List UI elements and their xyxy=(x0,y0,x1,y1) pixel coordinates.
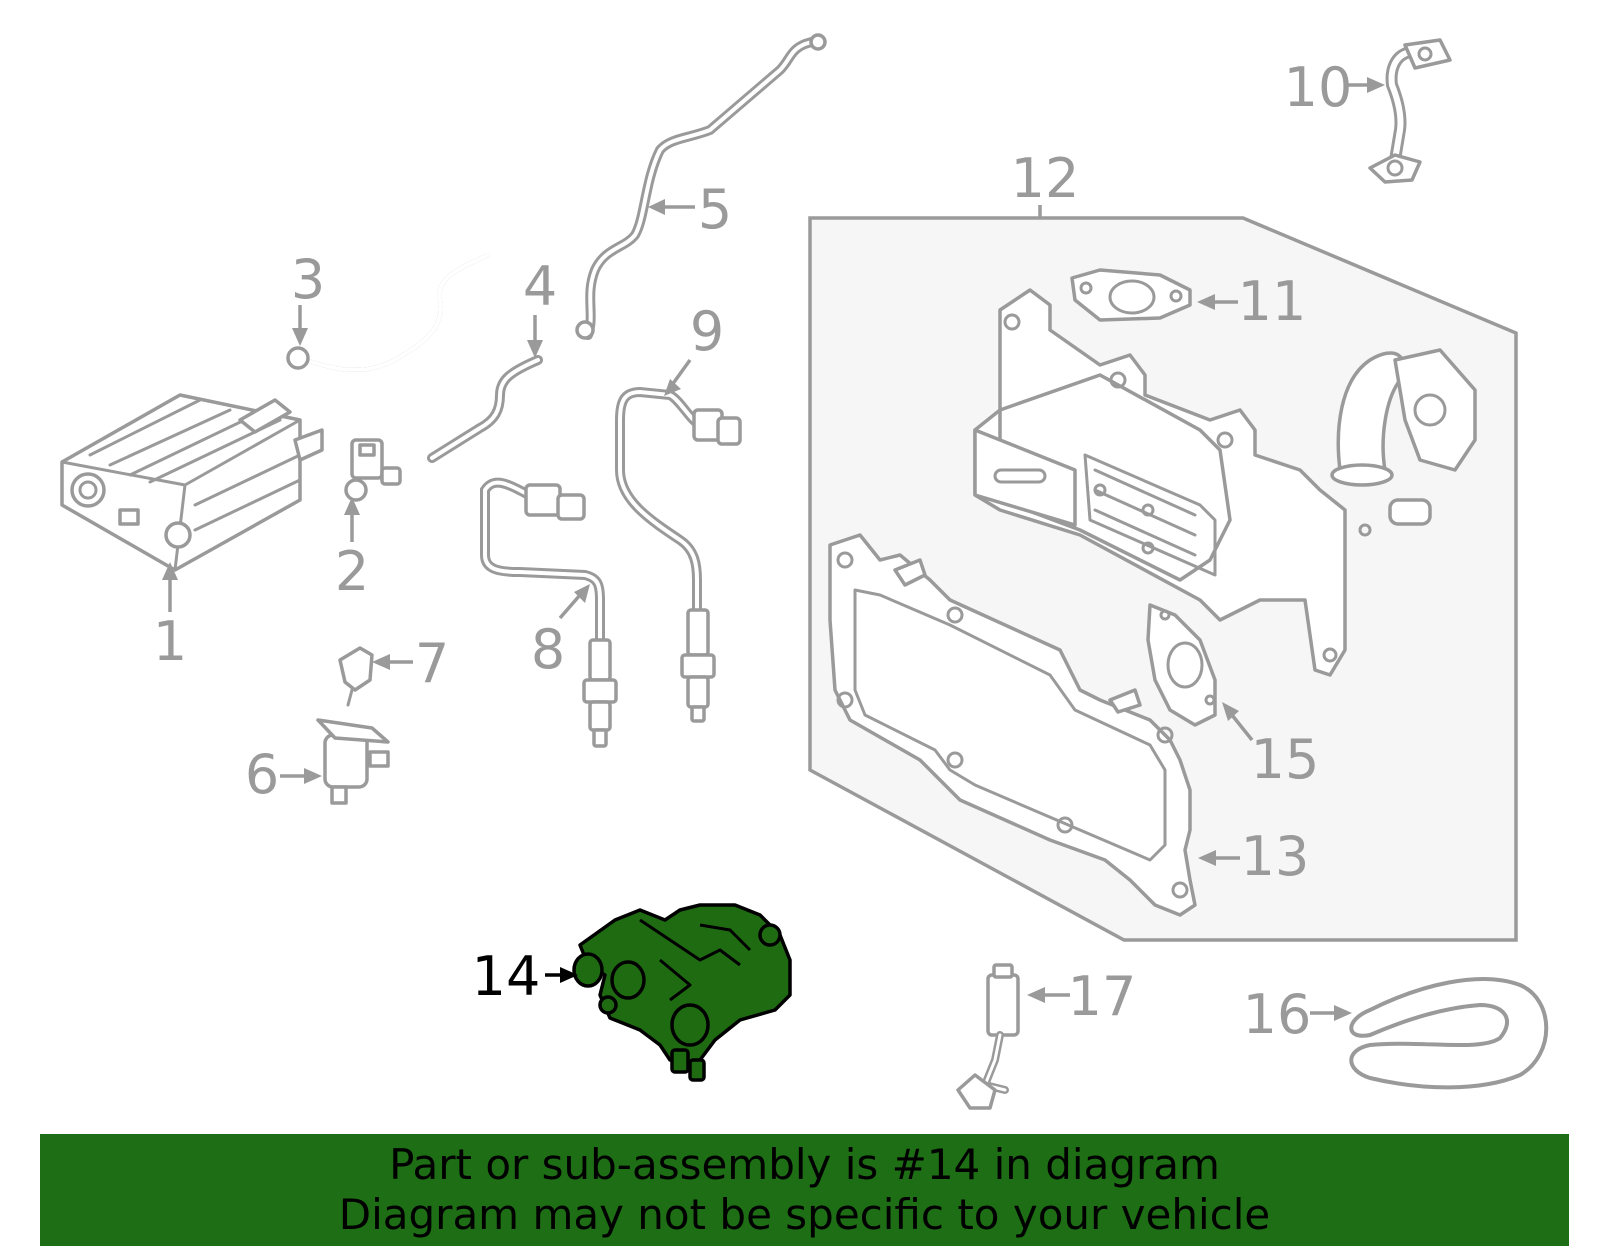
callout-9: 9 xyxy=(690,300,724,363)
leader-9 xyxy=(670,358,692,387)
part-9-sensor[interactable] xyxy=(615,386,742,723)
part-3-hose[interactable] xyxy=(286,253,490,372)
part-6-solenoid[interactable] xyxy=(316,718,390,805)
arrow-7 xyxy=(372,654,390,670)
part-16-hose[interactable] xyxy=(1349,977,1549,1090)
arrow-8 xyxy=(574,584,590,603)
callout-13: 13 xyxy=(1241,825,1310,888)
callout-8: 8 xyxy=(531,618,565,681)
callout-17: 17 xyxy=(1068,965,1137,1028)
arrow-17 xyxy=(1027,987,1045,1003)
part-15-gasket[interactable] xyxy=(1146,603,1217,727)
callout-14: 14 xyxy=(472,945,541,1008)
arrow-1 xyxy=(162,562,178,580)
arrow-9 xyxy=(664,379,681,396)
callout-15: 15 xyxy=(1251,728,1320,791)
part-5-pipe[interactable] xyxy=(575,33,827,340)
arrow-13 xyxy=(1198,850,1216,866)
callout-12: 12 xyxy=(1011,147,1080,210)
arrow-11 xyxy=(1197,294,1215,310)
callout-6: 6 xyxy=(245,743,279,806)
part-11-gasket[interactable] xyxy=(1070,268,1192,322)
callout-16: 16 xyxy=(1243,983,1312,1046)
part-7-bracket[interactable] xyxy=(338,646,374,707)
callout-5: 5 xyxy=(698,178,732,241)
part-17-sensor[interactable] xyxy=(956,963,1020,1110)
callout-3: 3 xyxy=(291,248,325,311)
callout-4: 4 xyxy=(523,255,557,318)
arrow-2 xyxy=(344,497,360,515)
arrow-10 xyxy=(1367,77,1385,93)
arrow-4 xyxy=(527,340,543,358)
arrow-14 xyxy=(560,967,578,983)
leader-8 xyxy=(558,593,582,620)
callout-7: 7 xyxy=(415,632,449,695)
callout-2: 2 xyxy=(335,540,369,603)
part-1-canister[interactable] xyxy=(60,393,324,572)
part-12-egr-cooler[interactable] xyxy=(973,288,1477,677)
leader-15 xyxy=(1230,713,1254,742)
arrow-16 xyxy=(1334,1005,1352,1021)
arrow-15 xyxy=(1222,702,1239,721)
part-2-valve[interactable] xyxy=(344,438,402,502)
part-13-gasket[interactable] xyxy=(828,533,1197,917)
info-banner: Part or sub-assembly is #14 in diagram D… xyxy=(40,1134,1569,1246)
callout-10: 10 xyxy=(1284,56,1353,119)
banner-line-1: Part or sub-assembly is #14 in diagram xyxy=(389,1140,1220,1189)
part-8-sensor[interactable] xyxy=(480,477,618,748)
callout-11: 11 xyxy=(1238,270,1307,333)
part-4-tube[interactable] xyxy=(427,355,543,463)
callout-1: 1 xyxy=(153,610,187,673)
arrow-5 xyxy=(648,199,665,215)
arrow-3 xyxy=(292,328,308,346)
part-10-pipe[interactable] xyxy=(1368,38,1452,184)
arrow-6 xyxy=(304,768,322,784)
part-14-egr-valve[interactable] xyxy=(572,903,792,1082)
banner-line-2: Diagram may not be specific to your vehi… xyxy=(338,1190,1271,1239)
